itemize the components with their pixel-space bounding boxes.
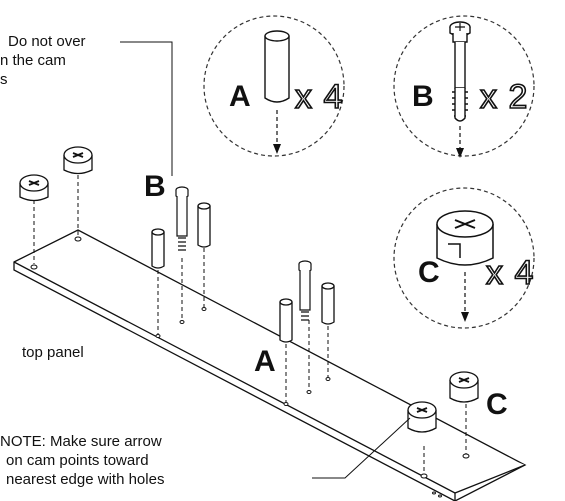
dowel-icon bbox=[279, 298, 293, 343]
callout-c-letter: C bbox=[418, 256, 440, 289]
cam-lock-icon bbox=[407, 401, 437, 433]
leader-line-top-note bbox=[120, 41, 173, 176]
bottom-note-line2: on cam points toward bbox=[6, 452, 149, 469]
label-b: B bbox=[144, 170, 166, 203]
cam-lock-large-icon bbox=[436, 210, 494, 266]
top-note-line3: s bbox=[0, 71, 8, 88]
top-panel-board bbox=[13, 229, 527, 501]
cam-bolt-icon bbox=[175, 186, 189, 251]
callout-circle-b bbox=[393, 15, 535, 157]
callout-a-letter: A bbox=[229, 80, 251, 113]
bottom-note-line3: nearest edge with holes bbox=[6, 471, 165, 488]
top-note-line2: n the cam bbox=[0, 52, 66, 69]
cam-bolt-large-icon bbox=[449, 21, 471, 122]
dowel-icon bbox=[151, 228, 165, 269]
callout-circle-c bbox=[393, 187, 535, 329]
dowel-large-icon bbox=[264, 30, 290, 103]
top-panel-label: top panel bbox=[22, 344, 84, 361]
leader-line-bottom-note bbox=[312, 417, 411, 479]
cam-bolt-icon bbox=[298, 260, 312, 321]
callout-circle-a bbox=[203, 15, 345, 157]
drop-lines bbox=[33, 175, 467, 474]
bottom-note-line1: NOTE: Make sure arrow bbox=[0, 433, 162, 450]
dowel-icon bbox=[197, 202, 211, 248]
label-c: C bbox=[486, 388, 508, 421]
cam-lock-icon bbox=[19, 174, 49, 202]
cam-lock-icon bbox=[63, 146, 93, 175]
callout-b-quantity: x 2 bbox=[479, 78, 529, 116]
cam-lock-icon bbox=[449, 371, 479, 403]
callout-b-letter: B bbox=[412, 80, 434, 113]
top-note-line1: Do not over bbox=[8, 33, 86, 50]
label-a: A bbox=[254, 345, 276, 378]
callout-a-quantity: x 4 bbox=[294, 78, 344, 116]
callout-c-quantity: x 4 bbox=[485, 254, 535, 292]
dowel-icon bbox=[321, 282, 335, 325]
